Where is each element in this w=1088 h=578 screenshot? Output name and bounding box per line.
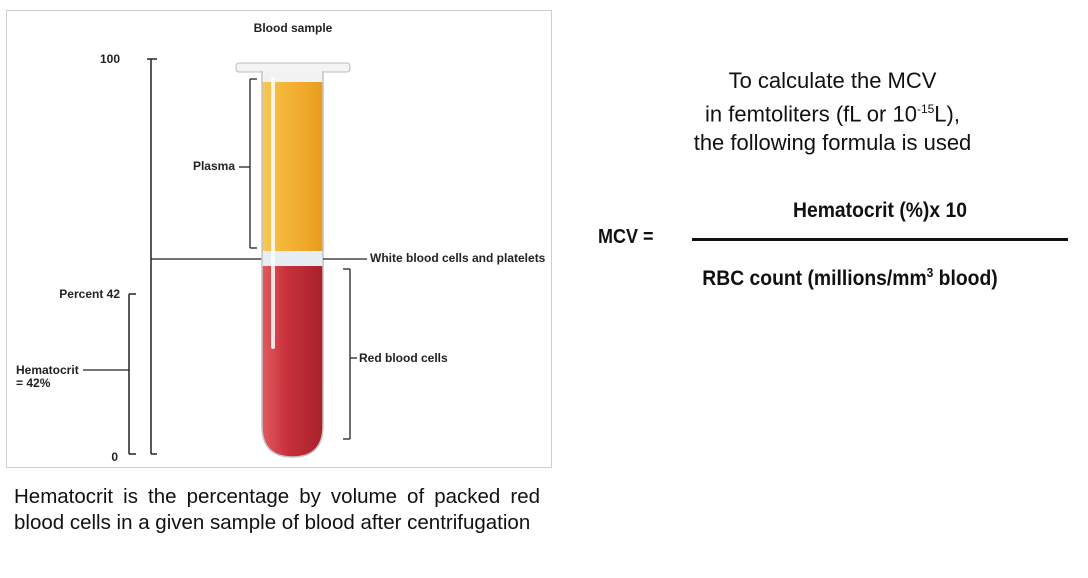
scale-top-label: 100 (100, 52, 120, 66)
intro-line-2-tail: L), (934, 101, 960, 127)
intro-line-3: the following formula is used (693, 130, 972, 156)
rbc-layer (262, 266, 323, 457)
buffy-coat-layer (262, 251, 323, 266)
rbc-bracket (343, 268, 357, 440)
plasma-label: Plasma (193, 159, 235, 173)
tube-outline (261, 71, 324, 458)
tube-rim (235, 62, 351, 73)
intro-exponent: -15 (916, 102, 935, 116)
rbc-label: Red blood cells (359, 351, 448, 365)
hematocrit-value: = 42% (16, 376, 51, 390)
fraction-bar (692, 238, 1068, 241)
test-tube (235, 62, 351, 458)
plasma-bracket (239, 78, 257, 249)
denominator-exponent: 3 (926, 265, 934, 280)
hematocrit-caption: Hematocrit is the percentage by volume o… (14, 485, 540, 534)
mcv-intro-text: To calculate the MCV in femtoliters (fL … (640, 66, 1025, 157)
intro-line-1: To calculate the MCV (728, 68, 937, 93)
formula-lhs: MCV = (598, 226, 654, 248)
tube-empty-top (262, 71, 323, 83)
blood-tube-illustration: Blood sample 100 0 Percent 42 Hematocrit… (16, 21, 546, 464)
tube-highlight (271, 77, 275, 349)
hematocrit-diagram: Blood sample 100 0 Percent 42 Hematocrit… (6, 10, 552, 468)
percent-label: Percent 42 (59, 287, 120, 301)
diagram-title: Blood sample (254, 21, 333, 35)
intro-line-2-text: in femtoliters (fL or 10 (705, 101, 917, 127)
formula-denominator: RBC count (millions/mm3 blood) (677, 265, 1023, 291)
scale-bottom-label: 0 (111, 450, 118, 464)
denominator-tail: blood) (933, 267, 998, 290)
intro-line-2: in femtoliters (fL or 10-15L), (640, 95, 1025, 128)
hematocrit-label: Hematocrit (16, 363, 79, 377)
denominator-text: RBC count (millions/mm (702, 267, 927, 290)
wbc-label: White blood cells and platelets (370, 251, 546, 265)
formula-numerator: Hematocrit (%)x 10 (793, 199, 967, 222)
total-volume-bracket (147, 58, 157, 455)
percent-bracket (128, 293, 136, 455)
